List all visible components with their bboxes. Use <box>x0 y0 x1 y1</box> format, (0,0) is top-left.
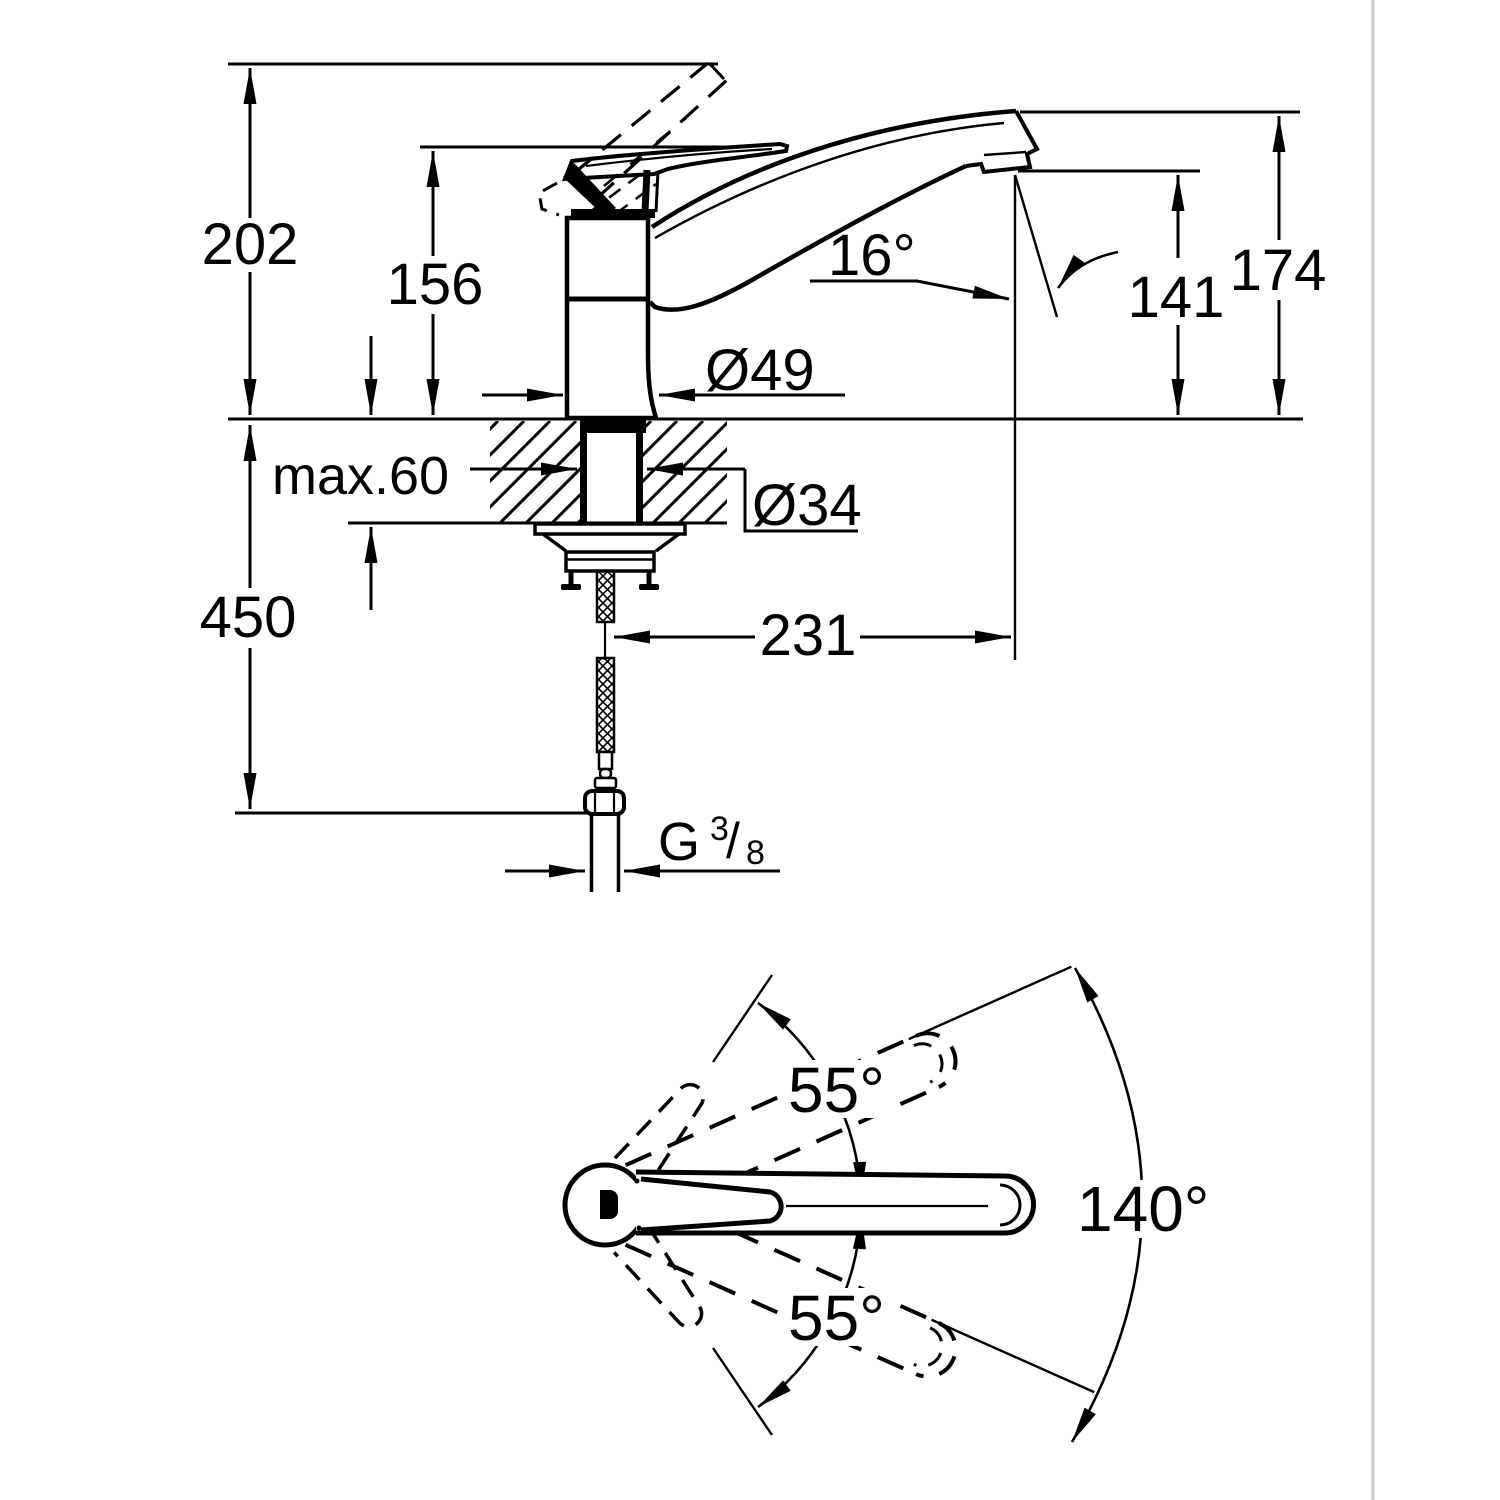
lever-handle <box>537 61 790 217</box>
lower-55-ref-line <box>712 1347 773 1436</box>
dim-hole-diameter-label: Ø34 <box>752 473 862 538</box>
dim-spout-reach-label: 231 <box>760 603 857 668</box>
lever-rear-bend-2 <box>654 170 660 213</box>
swivel-down-label: 55° <box>788 1282 885 1354</box>
flange-side-left <box>541 532 568 553</box>
flange-side-right <box>654 532 681 553</box>
dim-handle-height-label: 156 <box>387 252 484 317</box>
spout-underside <box>648 163 967 312</box>
shank-top-seal <box>580 420 646 433</box>
hose-sleeve <box>597 750 614 771</box>
lever-blade <box>562 141 790 182</box>
grip-dashed-upper <box>613 1082 705 1186</box>
spout-top-edge <box>650 108 1017 229</box>
thread-slash: / <box>726 813 740 869</box>
handle-bar-outline <box>635 1169 1036 1236</box>
swivel-up-label: 55° <box>788 1054 885 1126</box>
slot-dot-bottom <box>636 1225 642 1231</box>
stud-foot-right <box>639 584 659 590</box>
dim-outlet-height-label: 141 <box>1128 265 1225 330</box>
top-view-swivel-diagram: 55° 55° 140° <box>562 965 1209 1443</box>
mounting-and-hose <box>533 522 687 892</box>
handle-slot <box>640 1176 784 1233</box>
stud-foot-left <box>561 584 581 590</box>
thread-g: G <box>658 812 700 872</box>
handle-solid-top-view <box>562 1162 1037 1248</box>
flange-plate <box>533 522 687 536</box>
extension-lines <box>228 62 1303 815</box>
dim-deck-thickness-label: max.60 <box>272 446 449 506</box>
supply-hose-upper <box>595 569 616 624</box>
lever-front-wedge <box>563 163 616 216</box>
body-outline <box>564 215 660 421</box>
thread-size-label: G 3 / 8 <box>658 810 765 872</box>
label-mask-lower <box>780 1288 898 1346</box>
handle-keyhole <box>600 1190 618 1219</box>
dim-overall-height-label: 202 <box>202 212 299 277</box>
swivel-tangent-line <box>908 965 1072 1041</box>
side-view-drawing: 202 156 16° 141 174 Ø49 max.60 Ø34 450 2… <box>200 61 1327 892</box>
slot-dot-top <box>634 1178 640 1184</box>
dimension-labels: 202 156 16° 141 174 Ø49 max.60 Ø34 450 2… <box>200 212 1327 872</box>
lever-raised-front-arc <box>537 181 560 217</box>
outlet-projection <box>1013 174 1119 660</box>
spout-tip-and-outlet <box>965 110 1040 175</box>
dimensions <box>243 68 1286 878</box>
dim-hose-length-label: 450 <box>200 585 297 650</box>
grip-dashed-lower <box>612 1225 704 1329</box>
hose-connector-neck <box>598 767 613 780</box>
angle-arc-arrow <box>1056 250 1119 289</box>
label-mask-upper <box>780 1060 898 1118</box>
dim-spout-angle-label: 16° <box>828 223 916 288</box>
swivel-labels: 55° 55° 140° <box>780 1054 1209 1354</box>
spout <box>648 108 1040 312</box>
lever-rear-bend <box>641 169 651 213</box>
upper-55-ref-line <box>712 974 773 1063</box>
supply-hose-lower <box>595 656 616 754</box>
dim-body-diameter-label: Ø49 <box>705 338 815 403</box>
thread-hex-nut <box>583 789 626 816</box>
handle-bar-inner-cap <box>999 1183 1022 1227</box>
swivel-total-label: 140° <box>1077 1173 1209 1245</box>
hose-connector-collar <box>593 776 618 790</box>
outlet-top-line <box>983 150 1027 157</box>
thread-numerator: 3 <box>710 810 729 848</box>
cartridge-cap-bar <box>571 209 655 218</box>
lever-inner-line <box>585 147 773 168</box>
faucet-body <box>564 209 660 421</box>
outlet-axis-line <box>1013 174 1059 318</box>
spout-inner-line <box>654 121 1005 240</box>
dim-spout-height-label: 174 <box>1230 238 1327 303</box>
mounting-nut <box>564 550 656 573</box>
thread-denominator: 8 <box>746 834 765 872</box>
lever-raised-dashed <box>537 61 729 217</box>
label-mask-total <box>1068 1180 1208 1238</box>
